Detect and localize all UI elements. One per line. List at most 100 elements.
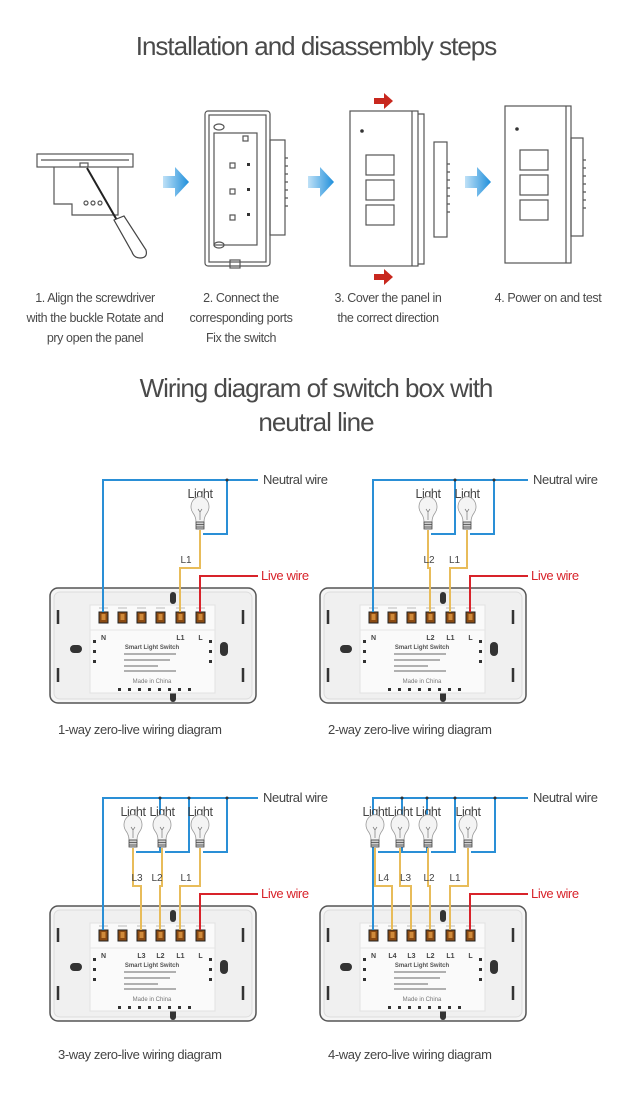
wiring-title-line1: Wiring diagram of switch box with: [139, 373, 494, 403]
diagram-2-caption: 2-way zero-live wiring diagram: [328, 722, 492, 737]
light-bulb-icon: [457, 496, 477, 530]
module-origin-label: Made in China: [133, 679, 172, 685]
light-bulb-icon: [123, 814, 143, 848]
load-wire-l1: [179, 530, 201, 612]
light-label: Light: [149, 805, 175, 819]
light-bulb-icon: [418, 814, 438, 848]
mount-hole: [70, 645, 82, 653]
neutral-branch-wire: [431, 480, 456, 535]
light-label: Light: [454, 487, 480, 501]
load-label: L4: [378, 873, 390, 884]
live-wire-label: Live wire: [261, 568, 309, 583]
light-bulb-icon: [418, 496, 438, 530]
light-label: Light: [387, 805, 413, 819]
load-wire-l2: [159, 848, 163, 930]
step2-open-box-icon: [204, 110, 288, 269]
mount-hole: [220, 642, 228, 656]
mount-hole: [440, 910, 446, 922]
neutral-branch-wire: [203, 480, 228, 535]
terminal-label: L1: [446, 953, 454, 960]
mount-hole: [340, 645, 352, 653]
load-label: L3: [131, 873, 143, 884]
terminal-label: L1: [446, 635, 454, 642]
blue-arrow-icon-3: [465, 167, 491, 197]
load-label: L2: [423, 555, 435, 566]
module-origin-label: Made in China: [403, 679, 442, 685]
load-wire-l3: [399, 848, 412, 930]
load-label: L2: [423, 873, 435, 884]
mount-hole: [440, 592, 446, 604]
terminal-label: L: [198, 953, 203, 960]
step-4-caption: 4. Power on and test: [478, 288, 618, 308]
diagram-4-caption: 4-way zero-live wiring diagram: [328, 1047, 492, 1062]
step4-panel-icon: [504, 105, 586, 264]
live-wire-label: Live wire: [261, 886, 309, 901]
neutral-wire: [372, 797, 528, 930]
load-wire-l1: [179, 848, 201, 930]
terminal-label: L2: [426, 635, 434, 642]
diagram-1-caption: 1-way zero-live wiring diagram: [58, 722, 222, 737]
terminal-label: N: [101, 953, 106, 960]
neutral-branch-wire: [470, 480, 495, 535]
load-label: L1: [449, 555, 461, 566]
step-1-line1: 1. Align the screwdriver: [35, 291, 155, 305]
terminal-label: L: [468, 953, 473, 960]
light-label: Light: [187, 487, 213, 501]
wiring-title-line2: neutral line: [258, 407, 374, 437]
blue-arrow-icon-2: [308, 167, 334, 197]
light-bulb-icon: [390, 814, 410, 848]
mount-hole: [340, 963, 352, 971]
light-label: Light: [362, 805, 388, 819]
terminal-label: L1: [176, 635, 184, 642]
step-1-line3: pry open the panel: [46, 331, 144, 345]
module-brand-label: Smart Light Switch: [125, 645, 180, 651]
diagram-3-caption: 3-way zero-live wiring diagram: [58, 1047, 222, 1062]
terminal-label: L: [468, 635, 473, 642]
terminal-label: N: [371, 953, 376, 960]
installation-illustrations: [36, 93, 586, 285]
mount-hole: [220, 960, 228, 974]
load-wire-l1: [449, 530, 468, 612]
load-label: L1: [449, 873, 461, 884]
load-wire-l4: [374, 848, 393, 930]
neutral-wire: [372, 479, 528, 612]
step-2-line2: corresponding ports: [189, 311, 293, 325]
light-bulb-icon: [152, 814, 172, 848]
module-brand-label: Smart Light Switch: [395, 645, 450, 651]
mount-hole: [490, 642, 498, 656]
light-bulb-icon: [190, 496, 210, 530]
step-2-line3: Fix the switch: [205, 331, 277, 345]
neutral-wire: [102, 479, 258, 612]
neutral-wire-label: Neutral wire: [263, 472, 328, 487]
load-label: L3: [400, 873, 412, 884]
module-origin-label: Made in China: [403, 997, 442, 1003]
light-label: Light: [455, 805, 481, 819]
step-2-caption: 2. Connect the corresponding ports Fix t…: [176, 288, 306, 348]
light-bulb-icon: [190, 814, 210, 848]
load-label: L1: [180, 873, 192, 884]
terminal-label: L3: [137, 953, 145, 960]
terminal-label: L4: [388, 953, 396, 960]
screwdriver-icon: [86, 167, 147, 259]
load-wire-l1: [449, 848, 469, 930]
terminal-label: L3: [407, 953, 415, 960]
mount-hole: [490, 960, 498, 974]
neutral-branch-wire: [165, 798, 190, 853]
blue-arrow-icon-1: [163, 167, 189, 197]
red-arrow-bottom-icon: [374, 269, 393, 285]
mount-hole: [70, 963, 82, 971]
step3-panel-icon: [349, 110, 450, 267]
light-bulb-icon: [458, 814, 478, 848]
terminal-label: L2: [156, 953, 164, 960]
live-wire-label: Live wire: [531, 568, 579, 583]
step-3-line1: 3. Cover the panel in: [334, 291, 442, 305]
module-brand-label: Smart Light Switch: [395, 963, 450, 969]
step-3-caption: 3. Cover the panel in the correct direct…: [318, 288, 458, 328]
neutral-wire: [102, 797, 258, 930]
